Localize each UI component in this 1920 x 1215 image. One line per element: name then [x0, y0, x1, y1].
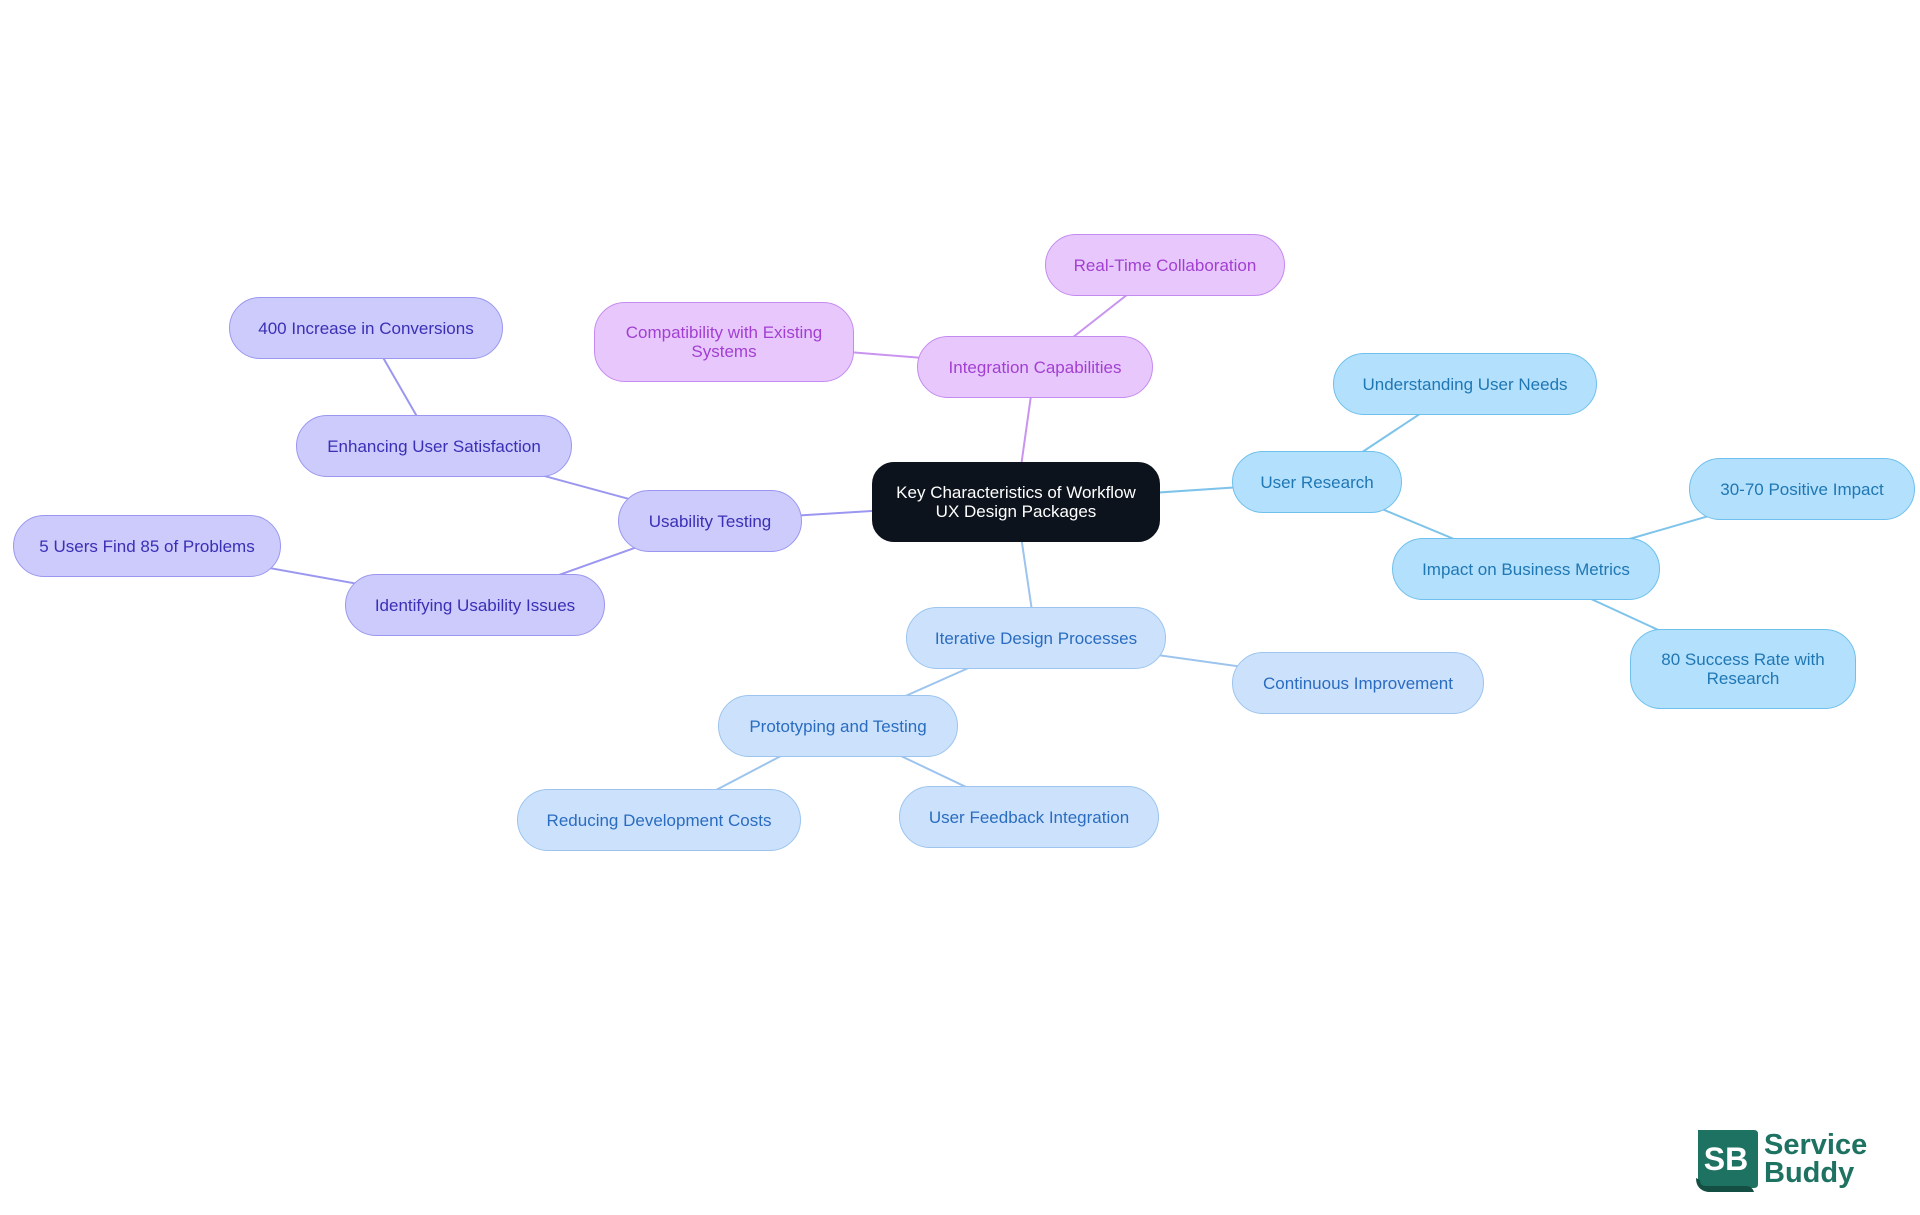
- topic-node-issues[interactable]: Identifying Usability Issues: [345, 574, 605, 636]
- node-label: User Feedback Integration: [928, 807, 1130, 827]
- topic-node-prototyping[interactable]: Prototyping and Testing: [718, 695, 958, 757]
- topic-node-compat[interactable]: Compatibility with Existing Systems: [594, 302, 854, 382]
- topic-node-integration[interactable]: Integration Capabilities: [917, 336, 1153, 398]
- sb-logo-icon: SB: [1696, 1130, 1758, 1192]
- node-label: Usability Testing: [648, 511, 772, 531]
- service-buddy-logo: SB Service Buddy: [1692, 1126, 1882, 1196]
- logo-word-buddy: Buddy: [1764, 1157, 1855, 1189]
- topic-node-iterative[interactable]: Iterative Design Processes: [906, 607, 1166, 669]
- node-label: Identifying Usability Issues: [374, 595, 576, 615]
- node-label: Understanding User Needs: [1362, 374, 1568, 394]
- node-label: Enhancing User Satisfaction: [327, 436, 541, 456]
- node-label: Iterative Design Processes: [934, 628, 1138, 648]
- topic-node-metrics[interactable]: Impact on Business Metrics: [1392, 538, 1660, 600]
- topic-node-satisfaction[interactable]: Enhancing User Satisfaction: [296, 415, 572, 477]
- topic-node-realtime[interactable]: Real-Time Collaboration: [1045, 234, 1285, 296]
- logo-word-service: Service: [1764, 1129, 1868, 1161]
- node-label: Continuous Improvement: [1263, 673, 1453, 693]
- node-label: 30-70 Positive Impact: [1720, 479, 1884, 499]
- node-label: Integration Capabilities: [948, 357, 1122, 377]
- topic-node-success[interactable]: 80 Success Rate with Research: [1630, 629, 1856, 709]
- topic-node-research[interactable]: User Research: [1232, 451, 1402, 513]
- node-label: Key Characteristics of Workflow UX Desig…: [896, 483, 1136, 521]
- topic-node-conversions[interactable]: 400 Increase in Conversions: [229, 297, 503, 359]
- node-label: User Research: [1260, 472, 1374, 492]
- topic-node-feedback[interactable]: User Feedback Integration: [899, 786, 1159, 848]
- topic-node-continuous[interactable]: Continuous Improvement: [1232, 652, 1484, 714]
- logo-mark: SB: [1704, 1141, 1748, 1177]
- node-label: Compatibility with Existing Systems: [625, 323, 823, 361]
- node-label: Real-Time Collaboration: [1073, 255, 1257, 275]
- node-label: 400 Increase in Conversions: [258, 318, 474, 338]
- topic-node-costs[interactable]: Reducing Development Costs: [517, 789, 801, 851]
- topic-node-fiveusers[interactable]: 5 Users Find 85 of Problems: [13, 515, 281, 577]
- central-topic-node[interactable]: Key Characteristics of Workflow UX Desig…: [872, 462, 1160, 542]
- topic-node-usability[interactable]: Usability Testing: [618, 490, 802, 552]
- topic-node-positive[interactable]: 30-70 Positive Impact: [1689, 458, 1915, 520]
- node-label: 80 Success Rate with Research: [1661, 650, 1825, 688]
- node-label: 5 Users Find 85 of Problems: [39, 536, 255, 556]
- node-label: Impact on Business Metrics: [1422, 559, 1630, 579]
- node-label: Reducing Development Costs: [546, 810, 772, 830]
- topic-node-needs[interactable]: Understanding User Needs: [1333, 353, 1597, 415]
- node-label: Prototyping and Testing: [749, 716, 927, 736]
